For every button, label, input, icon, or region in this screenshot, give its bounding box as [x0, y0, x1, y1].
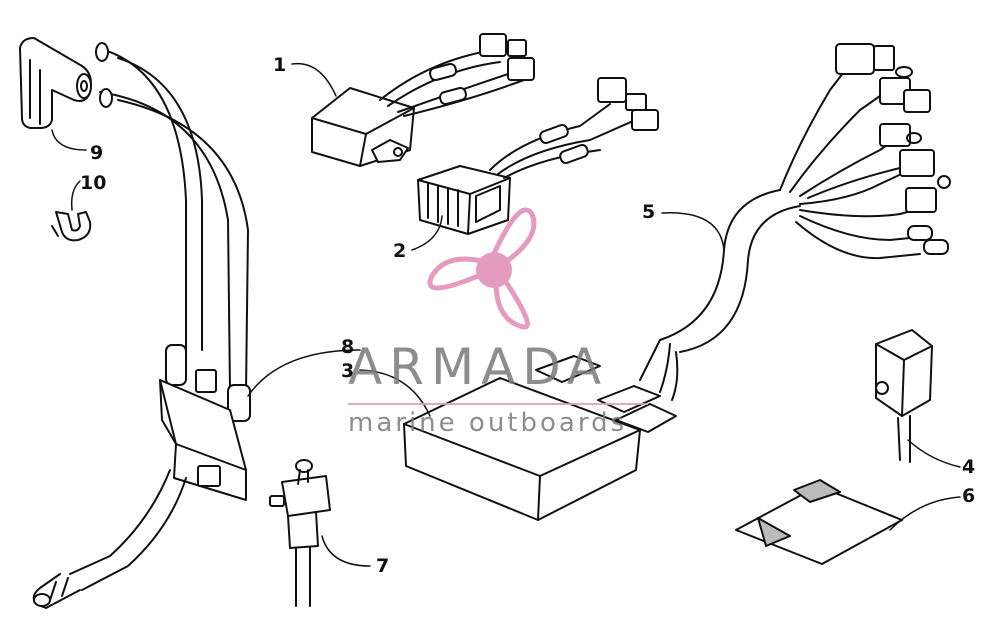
watermark-title: ARMADA [348, 338, 609, 396]
callout-10: 10 [80, 172, 107, 194]
solenoid-valve [270, 460, 330, 606]
spark-plug-cap [20, 38, 91, 128]
plug-cap-clip [52, 212, 90, 240]
callout-6: 6 [962, 485, 976, 507]
label-sheet [736, 480, 902, 564]
cdi-unit-small [312, 34, 534, 166]
watermark-divider [348, 403, 648, 405]
propeller-logo-icon [430, 210, 534, 327]
cdi-unit-large [404, 340, 677, 520]
callout-7: 7 [376, 555, 390, 577]
callout-4: 4 [962, 456, 976, 478]
callout-9: 9 [90, 142, 104, 164]
leader-lines [52, 64, 960, 566]
callout-5: 5 [642, 201, 656, 223]
callout-8: 8 [341, 336, 355, 358]
sensor-module [876, 330, 932, 462]
callout-2: 2 [393, 240, 407, 262]
callout-3: 3 [341, 360, 355, 382]
main-wire-harness [660, 44, 950, 352]
watermark-subtitle: marine outboards [348, 408, 628, 438]
ignition-coil [34, 43, 250, 608]
callout-1: 1 [273, 54, 287, 76]
rectifier-regulator [418, 78, 658, 234]
